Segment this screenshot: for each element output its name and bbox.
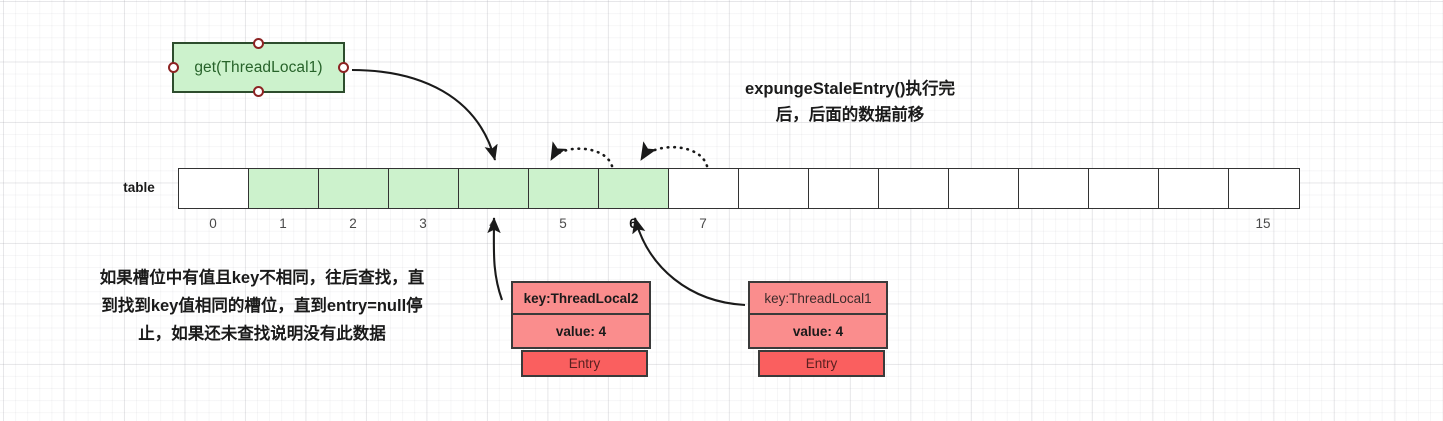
table-index-15: 15 bbox=[1255, 216, 1271, 231]
arrow-get-to-slot4 bbox=[351, 68, 498, 161]
lookup-rule-line-1: 如果槽位中有值且key不相同，往后查找，直 bbox=[99, 269, 425, 287]
table-index-8 bbox=[738, 216, 808, 236]
table-cell-15[interactable] bbox=[1229, 169, 1299, 208]
table-cell-12[interactable] bbox=[1019, 169, 1089, 208]
table-cell-11[interactable] bbox=[949, 169, 1019, 208]
connector-handle-right-icon[interactable] bbox=[338, 62, 349, 73]
table-row-label: table bbox=[123, 180, 155, 195]
entry-threadlocal1[interactable]: key:ThreadLocal1 value: 4 Entry bbox=[748, 281, 888, 377]
entry-threadlocal2-value: value: 4 bbox=[555, 323, 607, 339]
get-node-label: get(ThreadLocal1) bbox=[194, 58, 323, 76]
table-cell-8[interactable] bbox=[739, 169, 809, 208]
table-index-9 bbox=[808, 216, 878, 236]
table-index-6: 6 bbox=[629, 216, 637, 231]
table-index-row: 0 1 2 3 4 5 6 7 15 bbox=[178, 216, 1298, 236]
title-annotation: expungeStaleEntry()执行完 后，后面的数据前移 bbox=[700, 76, 1000, 128]
table-cell-1[interactable] bbox=[249, 169, 319, 208]
lookup-rule-line-3: 止，如果还未查找说明没有此数据 bbox=[138, 325, 386, 343]
table-index-1: 1 bbox=[279, 216, 287, 231]
table-index-12 bbox=[1018, 216, 1088, 236]
arrow-shift-slot7-to-slot6 bbox=[639, 141, 709, 168]
table-cell-5[interactable] bbox=[529, 169, 599, 208]
table-cell-9[interactable] bbox=[809, 169, 879, 208]
table-cell-3[interactable] bbox=[389, 169, 459, 208]
entry-threadlocal2-tag: Entry bbox=[521, 350, 648, 377]
table-index-7: 7 bbox=[699, 216, 707, 231]
table-cells-row bbox=[178, 168, 1300, 209]
connector-handle-left-icon[interactable] bbox=[168, 62, 179, 73]
table-cell-13[interactable] bbox=[1089, 169, 1159, 208]
table-index-2: 2 bbox=[349, 216, 357, 231]
entry-threadlocal2-key: key:ThreadLocal2 bbox=[513, 283, 649, 315]
entry-threadlocal1-tag: Entry bbox=[758, 350, 885, 377]
table-index-5: 5 bbox=[559, 216, 567, 231]
table-index-0: 0 bbox=[209, 216, 217, 231]
connector-handle-bottom-icon[interactable] bbox=[253, 86, 264, 97]
lookup-rule-line-2: 到找到key值相同的槽位，直到entry=null停 bbox=[101, 297, 423, 315]
table-cell-6[interactable] bbox=[599, 169, 669, 208]
table-cell-7[interactable] bbox=[669, 169, 739, 208]
table-index-3: 3 bbox=[419, 216, 427, 231]
connector-handle-top-icon[interactable] bbox=[253, 38, 264, 49]
table-cell-10[interactable] bbox=[879, 169, 949, 208]
entry-threadlocal1-key: key:ThreadLocal1 bbox=[750, 283, 886, 315]
table-index-10 bbox=[878, 216, 948, 236]
table-cell-2[interactable] bbox=[319, 169, 389, 208]
get-threadlocal-node[interactable]: get(ThreadLocal1) bbox=[168, 38, 349, 97]
entry-threadlocal2-kv: key:ThreadLocal2 value: 4 bbox=[511, 281, 651, 349]
entry-threadlocal2[interactable]: key:ThreadLocal2 value: 4 Entry bbox=[511, 281, 651, 377]
table-cell-14[interactable] bbox=[1159, 169, 1229, 208]
lookup-rule-annotation: 如果槽位中有值且key不相同，往后查找，直 到找到key值相同的槽位，直到ent… bbox=[42, 264, 482, 348]
table-index-11 bbox=[948, 216, 1018, 236]
table-cell-4[interactable] bbox=[459, 169, 529, 208]
table-index-4: 4 bbox=[489, 216, 497, 231]
table-index-14 bbox=[1158, 216, 1228, 236]
table-cell-0[interactable] bbox=[179, 169, 249, 208]
entry-threadlocal1-value: value: 4 bbox=[792, 323, 844, 339]
title-annotation-line-2: 后，后面的数据前移 bbox=[775, 106, 925, 124]
entry-threadlocal1-kv: key:ThreadLocal1 value: 4 bbox=[748, 281, 888, 349]
table-index-13 bbox=[1088, 216, 1158, 236]
title-annotation-line-1: expungeStaleEntry()执行完 bbox=[745, 80, 955, 98]
arrow-shift-slot6-to-slot5 bbox=[549, 141, 614, 168]
